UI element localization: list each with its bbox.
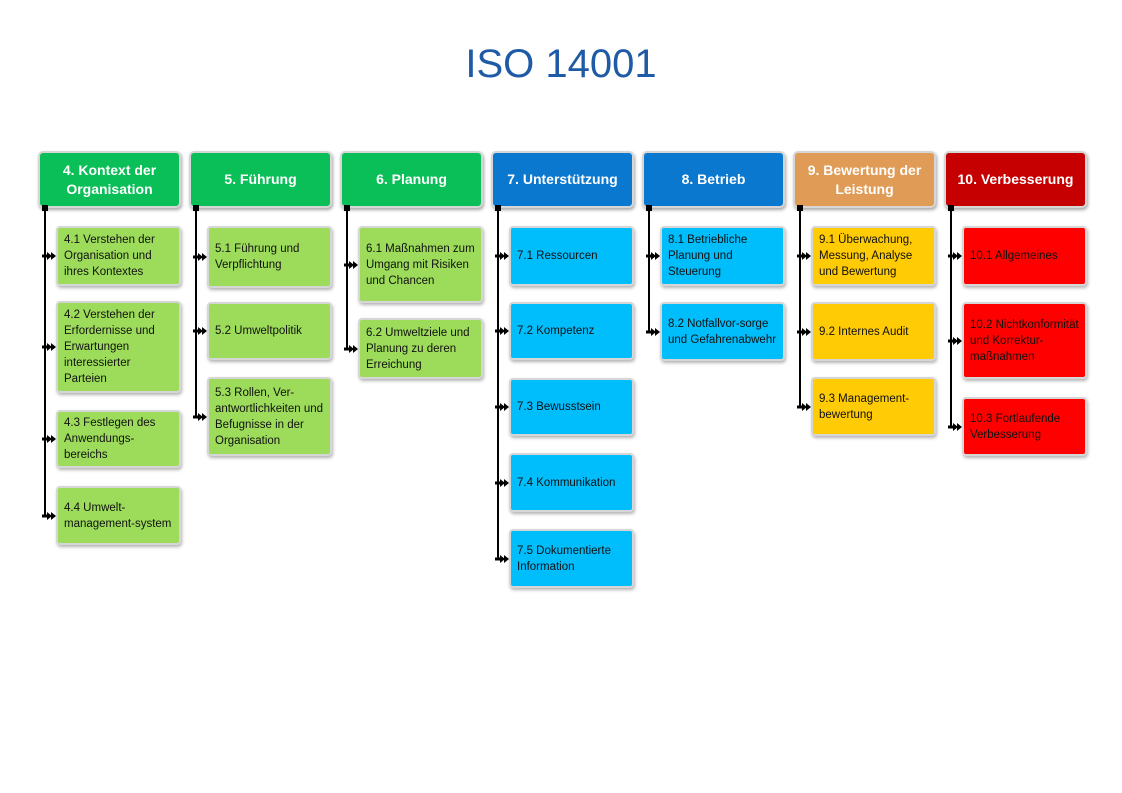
connector-line bbox=[346, 208, 348, 349]
subclause-box: 4.2 Verstehen der Erfordernisse und Erwa… bbox=[56, 301, 181, 393]
subclause-label: 4.2 Verstehen der Erfordernisse und Erwa… bbox=[64, 309, 155, 385]
subclause-label: 7.3 Bewusstsein bbox=[517, 401, 601, 413]
subclause-box: 9.1 Überwachung, Messung, Analyse und Be… bbox=[811, 226, 936, 286]
subclause-label: 5.2 Umweltpolitik bbox=[215, 325, 302, 337]
subclause-label: 9.3 Management-bewertung bbox=[819, 392, 910, 421]
arrow-icon bbox=[193, 253, 207, 261]
subclause-box: 5.1 Führung und Verpflichtung bbox=[207, 226, 332, 288]
subclause-box: 5.2 Umweltpolitik bbox=[207, 302, 332, 360]
connector-line bbox=[799, 208, 801, 407]
subclause-label: 7.5 Dokumentierte Information bbox=[517, 544, 611, 573]
arrow-icon bbox=[948, 422, 962, 431]
subclause-box: 8.2 Notfallvor-sorge und Gefahrenabwehr bbox=[660, 302, 785, 361]
clause-header: 7. Unterstützung bbox=[491, 151, 634, 208]
subclause-box: 5.3 Rollen, Ver-antwortlichkeiten und Be… bbox=[207, 377, 332, 456]
subclause-box: 7.5 Dokumentierte Information bbox=[509, 529, 634, 588]
subclause-box: 7.4 Kommunikation bbox=[509, 453, 634, 512]
arrow-icon bbox=[495, 554, 509, 563]
arrow-icon bbox=[42, 343, 56, 351]
subclause-box: 6.2 Umweltziele und Planung zu deren Err… bbox=[358, 318, 483, 379]
subclause-label: 10.1 Allgemeines bbox=[970, 250, 1058, 262]
subclause-box: 7.3 Bewusstsein bbox=[509, 378, 634, 436]
connector-dot bbox=[948, 205, 954, 211]
arrow-icon bbox=[948, 252, 962, 260]
connector-line bbox=[44, 208, 46, 516]
subclause-box: 9.2 Internes Audit bbox=[811, 302, 936, 361]
subclause-label: 6.2 Umweltziele und Planung zu deren Err… bbox=[366, 326, 470, 371]
subclause-label: 5.1 Führung und Verpflichtung bbox=[215, 243, 300, 271]
arrow-icon bbox=[344, 260, 358, 269]
subclause-box: 9.3 Management-bewertung bbox=[811, 377, 936, 436]
connector-line bbox=[648, 208, 650, 332]
subclause-label: 7.2 Kompetenz bbox=[517, 325, 595, 337]
subclause-label: 8.1 Betriebliche Planung und Steuerung bbox=[668, 234, 748, 278]
arrow-icon bbox=[193, 327, 207, 335]
clause-header: 6. Planung bbox=[340, 151, 483, 208]
subclause-box: 4.4 Umwelt-management-system bbox=[56, 486, 181, 545]
connector-line bbox=[195, 208, 197, 417]
connector-dot bbox=[495, 205, 501, 211]
arrow-icon bbox=[42, 435, 56, 443]
page-title: ISO 14001 bbox=[465, 42, 657, 86]
connector-dot bbox=[646, 205, 652, 211]
arrow-icon bbox=[495, 478, 509, 487]
arrow-icon bbox=[42, 511, 56, 520]
arrow-icon bbox=[495, 403, 509, 411]
subclause-label: 9.1 Überwachung, Messung, Analyse und Be… bbox=[819, 234, 913, 278]
subclause-label: 4.3 Festlegen des Anwendungs-bereichs bbox=[64, 417, 156, 461]
connector-line bbox=[950, 208, 952, 427]
subclause-box: 4.3 Festlegen des Anwendungs-bereichs bbox=[56, 410, 181, 468]
subclause-label: 10.3 Fortlaufende Verbesserung bbox=[970, 412, 1061, 441]
subclause-label: 8.2 Notfallvor-sorge und Gefahrenabwehr bbox=[668, 317, 777, 346]
connector-line bbox=[497, 208, 499, 559]
arrow-icon bbox=[797, 402, 811, 411]
arrow-icon bbox=[646, 252, 660, 260]
subclause-label: 10.2 Nichtkonformität und Korrektur-maßn… bbox=[970, 318, 1079, 363]
clause-header: 5. Führung bbox=[189, 151, 332, 208]
connector-dot bbox=[42, 205, 48, 211]
subclause-label: 7.1 Ressourcen bbox=[517, 250, 598, 262]
subclause-box: 7.1 Ressourcen bbox=[509, 226, 634, 286]
arrow-icon bbox=[797, 327, 811, 336]
arrow-icon bbox=[344, 344, 358, 353]
connector-dot bbox=[797, 205, 803, 211]
subclause-box: 10.3 Fortlaufende Verbesserung bbox=[962, 397, 1087, 456]
clause-header: 4. Kontext der Organisation bbox=[38, 151, 181, 208]
connector-dot bbox=[344, 205, 350, 211]
arrow-icon bbox=[797, 252, 811, 260]
subclause-label: 5.3 Rollen, Ver-antwortlichkeiten und Be… bbox=[215, 386, 324, 447]
clause-header: 8. Betrieb bbox=[642, 151, 785, 208]
subclause-box: 8.1 Betriebliche Planung und Steuerung bbox=[660, 226, 785, 286]
arrow-icon bbox=[42, 252, 56, 260]
connector-dot bbox=[193, 205, 199, 211]
subclause-box: 7.2 Kompetenz bbox=[509, 302, 634, 360]
subclause-label: 4.1 Verstehen der Organisation und ihres… bbox=[64, 234, 155, 278]
clause-header: 9. Bewertung der Leistung bbox=[793, 151, 936, 208]
arrow-icon bbox=[646, 327, 660, 336]
arrow-icon bbox=[193, 412, 207, 421]
arrow-icon bbox=[495, 252, 509, 260]
subclause-box: 10.1 Allgemeines bbox=[962, 226, 1087, 286]
subclause-box: 4.1 Verstehen der Organisation und ihres… bbox=[56, 226, 181, 286]
subclause-label: 9.2 Internes Audit bbox=[819, 325, 909, 338]
subclause-box: 10.2 Nichtkonformität und Korrektur-maßn… bbox=[962, 302, 1087, 379]
subclause-label: 7.4 Kommunikation bbox=[517, 476, 616, 489]
arrow-icon bbox=[948, 336, 962, 345]
subclause-label: 6.1 Maßnahmen zum Umgang mit Risiken und… bbox=[366, 242, 475, 287]
arrow-icon bbox=[495, 327, 509, 335]
subclause-label: 4.4 Umwelt-management-system bbox=[64, 501, 172, 530]
subclause-box: 6.1 Maßnahmen zum Umgang mit Risiken und… bbox=[358, 226, 483, 303]
clause-header: 10. Verbesserung bbox=[944, 151, 1087, 208]
